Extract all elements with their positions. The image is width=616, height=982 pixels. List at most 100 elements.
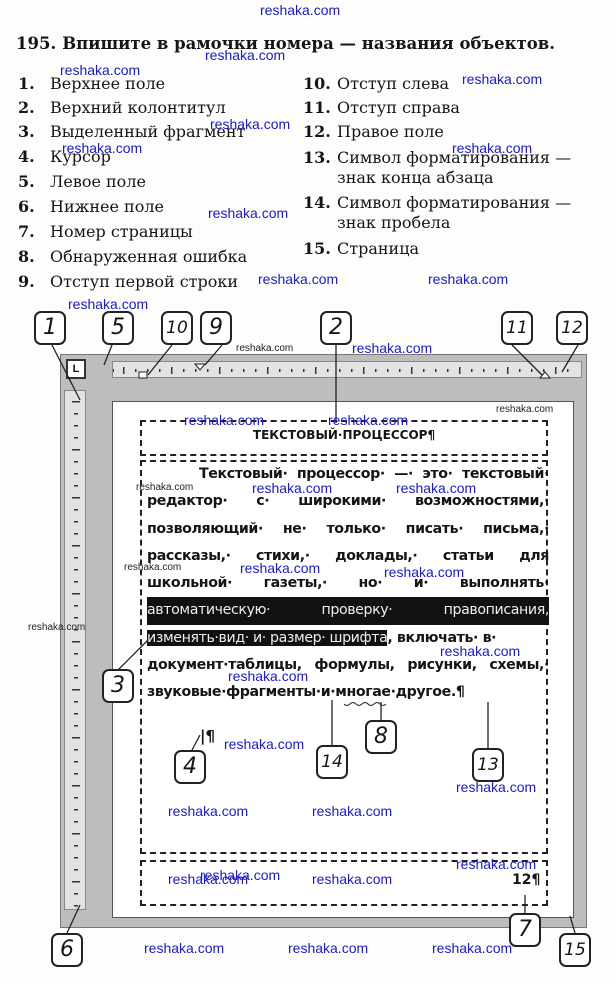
item-label: Верхнее поле (50, 74, 166, 93)
item-number: 5. (18, 172, 35, 191)
text-rest: , включать· в· (387, 629, 497, 646)
item-label: Отступ слева (337, 74, 450, 93)
watermark: reshaka.com (200, 867, 281, 883)
item-number: 4. (18, 147, 35, 166)
watermark: reshaka.com (184, 412, 265, 428)
item-label: Символ форматирования — (337, 193, 572, 212)
header-area (140, 420, 548, 456)
item-number: 10. (303, 74, 331, 93)
item-label: Правое поле (337, 122, 444, 141)
item-label: Левое поле (50, 172, 146, 191)
answer-box[interactable]: 6 (51, 933, 83, 967)
legend-item: 7. Номер страницы (18, 222, 193, 242)
watermark: reshaka.com (124, 562, 182, 573)
legend-item: 15.Страница (303, 239, 419, 259)
answer-box[interactable]: 8 (365, 720, 397, 754)
watermark: reshaka.com (352, 340, 433, 356)
watermark: reshaka.com (68, 296, 149, 312)
answer-box[interactable]: 10 (161, 311, 193, 345)
legend-item: 11. Отступ справа (303, 98, 460, 118)
watermark: reshaka.com (440, 643, 521, 659)
watermark: reshaka.com (168, 803, 249, 819)
answer-box[interactable]: 11 (501, 311, 533, 345)
item-label: Верхний колонтитул (50, 98, 226, 117)
answer-box[interactable]: 1 (34, 311, 66, 345)
answer-box[interactable]: 7 (509, 913, 541, 947)
answer-box[interactable]: 14 (316, 745, 348, 779)
tab-selector-button[interactable]: L (66, 359, 86, 379)
watermark: reshaka.com (252, 480, 333, 496)
legend-item: 1. Верхнее поле (18, 74, 165, 94)
answer-box[interactable]: 13 (472, 748, 504, 782)
item-label: Отступ справа (337, 98, 460, 117)
item-label: Номер страницы (50, 222, 193, 241)
item-label-cont: знак пробела (337, 213, 451, 232)
horizontal-ruler[interactable] (112, 361, 582, 379)
answer-box[interactable]: 5 (102, 311, 134, 345)
ruler-ticks (113, 363, 569, 379)
watermark: reshaka.com (462, 71, 543, 87)
answer-box[interactable]: 4 (174, 750, 206, 784)
item-label: Выделенный фрагмент (50, 122, 246, 141)
item-number: 7. (18, 222, 35, 241)
item-number: 9. (18, 272, 35, 291)
watermark: reshaka.com (208, 205, 289, 221)
exercise-title: 195. Впишите в рамочки номера — названия … (16, 34, 555, 53)
watermark: reshaka.com (384, 564, 465, 580)
item-number: 14. (303, 193, 331, 212)
legend-item: 5. Левое поле (18, 172, 146, 192)
exercise-number: 195. (16, 34, 57, 53)
watermark: reshaka.com (62, 140, 143, 156)
watermark: reshaka.com (224, 736, 305, 752)
text-line: школьной· газеты,· но· и· выполнять· (147, 575, 549, 592)
cursor: |¶ (200, 727, 216, 745)
text-line: документ·таблицы, формулы, рисунки, схем… (147, 657, 549, 674)
answer-box[interactable]: 3 (102, 669, 134, 703)
text-line: позволяющий· не· только· писать· письма,… (147, 520, 549, 537)
watermark: reshaka.com (236, 343, 294, 354)
watermark: reshaka.com (496, 404, 554, 415)
answer-box[interactable]: 12 (556, 311, 588, 345)
item-number: 3. (18, 122, 35, 141)
exercise-text: Впишите в рамочки номера — названия объе… (62, 34, 555, 53)
vertical-ruler[interactable] (64, 390, 86, 910)
item-number: 13. (303, 148, 331, 167)
item-label-cont: знак конца абзаца (337, 168, 494, 187)
legend-item: 13.Символ форматирования —знак конца абз… (303, 148, 571, 188)
item-number: 1. (18, 74, 35, 93)
legend-item: 6.Нижнее поле (18, 197, 164, 217)
answer-box[interactable]: 2 (320, 311, 352, 345)
legend-item: 2. Верхний колонтитул (18, 98, 226, 118)
document-body: Текстовый· процессор· —· это· текстовый·… (147, 461, 549, 707)
item-number: 8. (18, 247, 35, 266)
first-line-indent-marker (193, 363, 207, 371)
legend-item: 3. Выделенный фрагмент (18, 122, 245, 142)
watermark: reshaka.com (258, 271, 339, 287)
watermark: reshaka.com (168, 871, 249, 887)
text-line: Текстовый· процессор· —· это· текстовый· (199, 466, 549, 482)
item-number: 2. (18, 98, 35, 117)
text-line: изменять·вид· и· размер· шрифта, включат… (147, 625, 549, 652)
watermark: reshaka.com (452, 140, 533, 156)
item-label: Курсор (50, 147, 111, 166)
watermark: reshaka.com (136, 482, 194, 493)
watermark: reshaka.com (28, 622, 86, 633)
legend-item: 14. Символ форматирования —знак пробела (303, 193, 571, 233)
item-label: Нижнее поле (50, 197, 164, 216)
item-label: Отступ первой строки (50, 272, 239, 291)
watermark: reshaka.com (456, 856, 537, 872)
item-label: Страница (337, 239, 420, 258)
watermark: reshaka.com (260, 2, 341, 18)
watermark: reshaka.com (288, 940, 369, 956)
watermark: reshaka.com (456, 779, 537, 795)
answer-box[interactable]: 15 (559, 933, 591, 967)
answer-box[interactable]: 9 (200, 311, 232, 345)
watermark: reshaka.com (228, 668, 309, 684)
legend-item: 4. Курсор (18, 147, 111, 167)
item-number: 11. (303, 98, 331, 117)
legend-item: 8.Обнаруженная ошибка (18, 247, 247, 267)
header-text: ТЕКСТОВЫЙ·ПРОЦЕССОР¶ (252, 428, 436, 442)
watermark: reshaka.com (240, 560, 321, 576)
legend-item: 12.Правое поле (303, 122, 444, 142)
